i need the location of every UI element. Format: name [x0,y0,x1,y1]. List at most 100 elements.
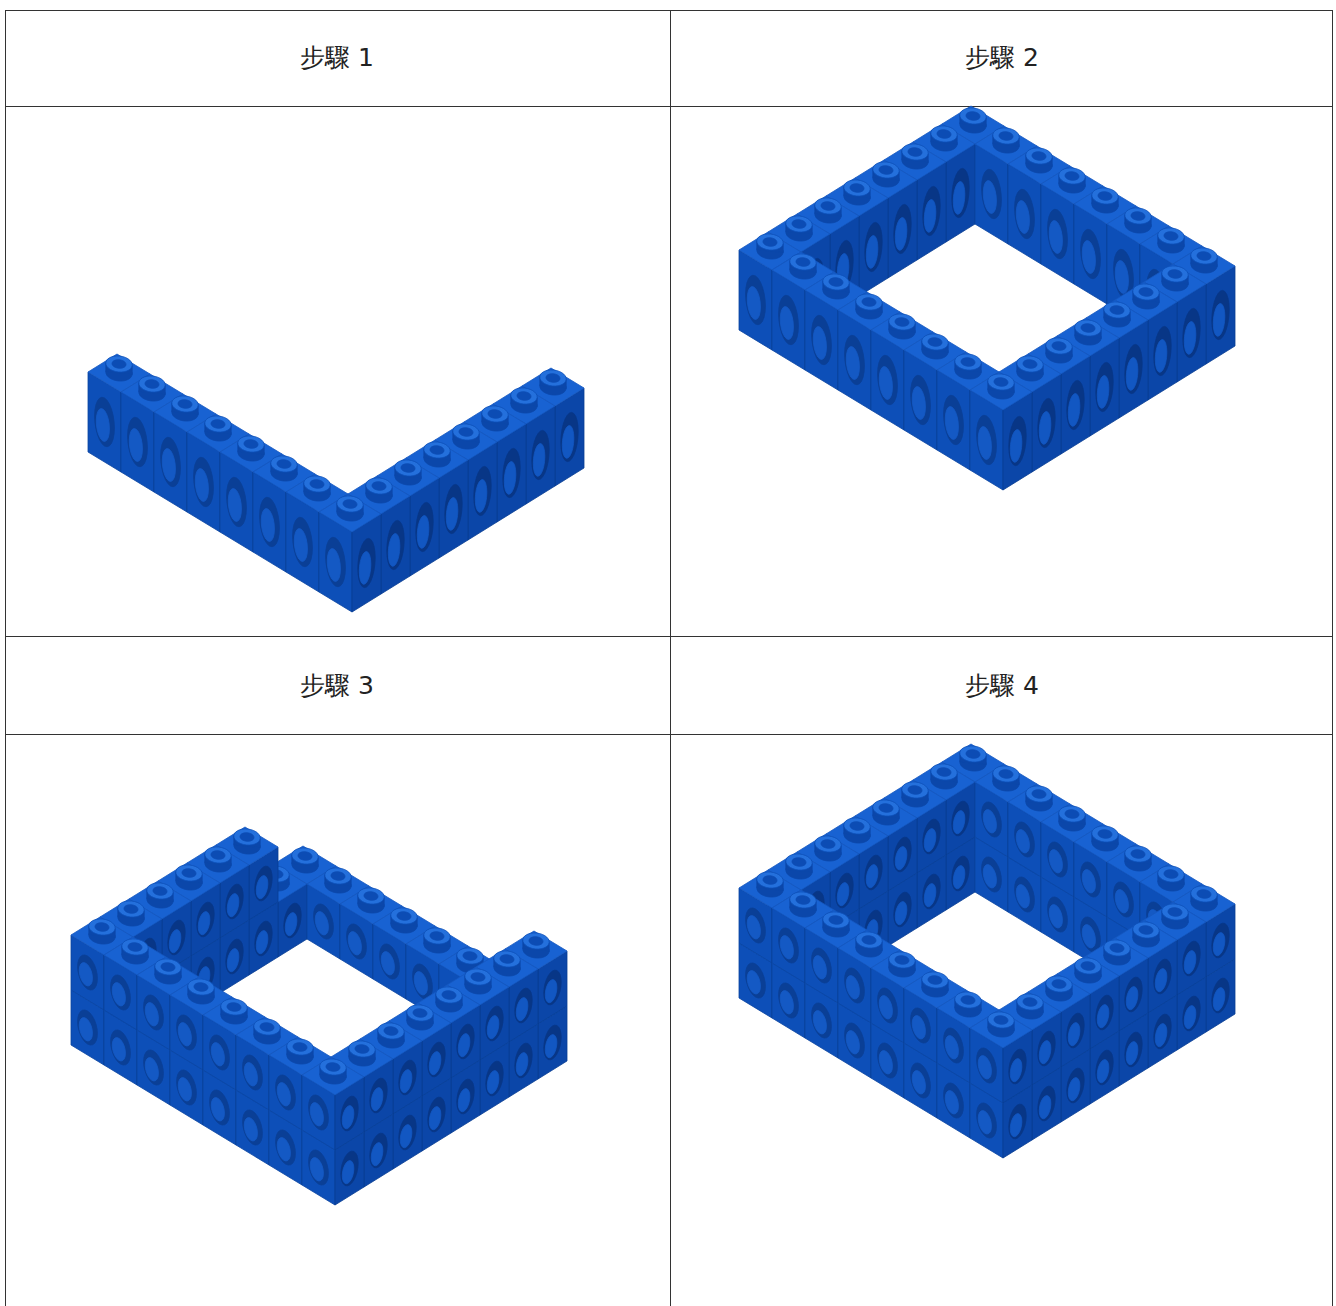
pin-hole-inner [1082,870,1095,893]
stud-top [221,999,247,1015]
pin-hole [1015,189,1035,238]
pin-hole [878,988,898,1023]
pin-hole [445,484,462,533]
brick-top [319,494,381,532]
brick-assembly [71,827,567,1205]
stud-hollow [1052,980,1066,989]
stud-top [955,992,981,1008]
stud-top [147,883,173,899]
pin-hole [923,874,940,909]
stud-top [931,764,957,780]
stud-hollow [277,460,291,469]
stud-top [1059,806,1085,822]
pin-hole-inner [1010,430,1022,463]
pin-hole-inner [348,932,361,955]
step-heading: 步驟 3 [300,671,374,701]
pin-hole [314,904,334,939]
pin-hole [428,1097,445,1132]
pin-hole [197,902,214,937]
pin-hole-inner [1184,1006,1196,1029]
stud-top [287,1039,313,1055]
pin-hole-inner [228,489,241,522]
stud-top [757,872,783,888]
pin-hole [243,1055,263,1090]
stud-top [155,959,181,975]
pin-hole-inner [1068,394,1080,427]
pin-hole-inner [371,1143,383,1166]
pin-hole-inner [895,218,907,251]
stud-hollow [1139,288,1153,297]
stud-top [823,274,849,290]
stud-hollow [112,360,126,369]
pin-hole-inner [429,1052,441,1075]
pin-hole [78,1010,98,1045]
pin-hole-inner [285,913,297,936]
pin-hole [293,517,313,566]
stud-top [205,847,231,863]
pin-hole-inner [256,931,268,954]
stud-hollow [401,464,415,473]
pin-hole [1067,1013,1084,1048]
pin-hole-inner [211,1043,224,1066]
stud-hollow [500,955,514,964]
stud-top [823,912,849,928]
pin-hole [1048,897,1068,932]
pin-hole [1048,842,1068,877]
pin-hole [226,884,243,919]
stud-hollow [310,480,324,489]
stud-hollow [161,963,175,972]
pin-hole-inner [953,866,965,889]
pin-hole [1096,995,1113,1030]
stud-top [304,476,330,492]
stud-top [292,848,318,864]
pin-hole [977,1103,997,1138]
pin-hole-inner [277,1083,290,1106]
pin-hole-inner [1082,241,1095,274]
stud-hollow [829,278,843,287]
stud-top [1059,168,1085,184]
stud-top [540,370,566,386]
pin-hole [878,1043,898,1078]
pin-hole-inner [145,1058,158,1081]
stud-top [118,901,144,917]
stud-hollow [244,440,258,449]
pin-hole [358,538,375,587]
pin-hole [387,520,404,569]
stud-top [1133,284,1159,300]
pin-hole-inner [475,480,487,513]
pin-hole [226,939,243,974]
stud-hollow [999,770,1013,779]
stud-top [960,746,986,762]
stud-hollow [372,482,386,491]
pin-hole-inner [1010,1114,1022,1137]
stud-top [453,424,479,440]
stud-hollow [1131,850,1145,859]
stud-top [931,126,957,142]
stud-hollow [928,976,942,985]
pin-hole-inner [533,444,545,477]
brick-assembly [739,106,1235,490]
pin-hole [1114,882,1134,917]
stud-hollow [128,943,142,952]
pin-hole [380,944,400,979]
pin-hole [1183,941,1200,976]
pin-hole-inner [414,972,427,995]
pin-hole-inner [780,991,793,1014]
pin-hole [1081,917,1101,952]
pin-hole-inner [256,876,268,899]
pin-hole [177,1070,197,1105]
stud-top [786,216,812,232]
pin-hole-inner [79,1018,92,1041]
pin-hole-inner [545,980,557,1003]
pin-hole-inner [96,409,109,442]
pin-hole [428,1042,445,1077]
stud-hollow [227,1003,241,1012]
stud-hollow [908,786,922,795]
pin-hole-inner [813,956,826,979]
stud-top [889,952,915,968]
pin-hole [255,921,272,956]
stud-top [1133,922,1159,938]
stud-top [172,396,198,412]
stud-hollow [1098,192,1112,201]
